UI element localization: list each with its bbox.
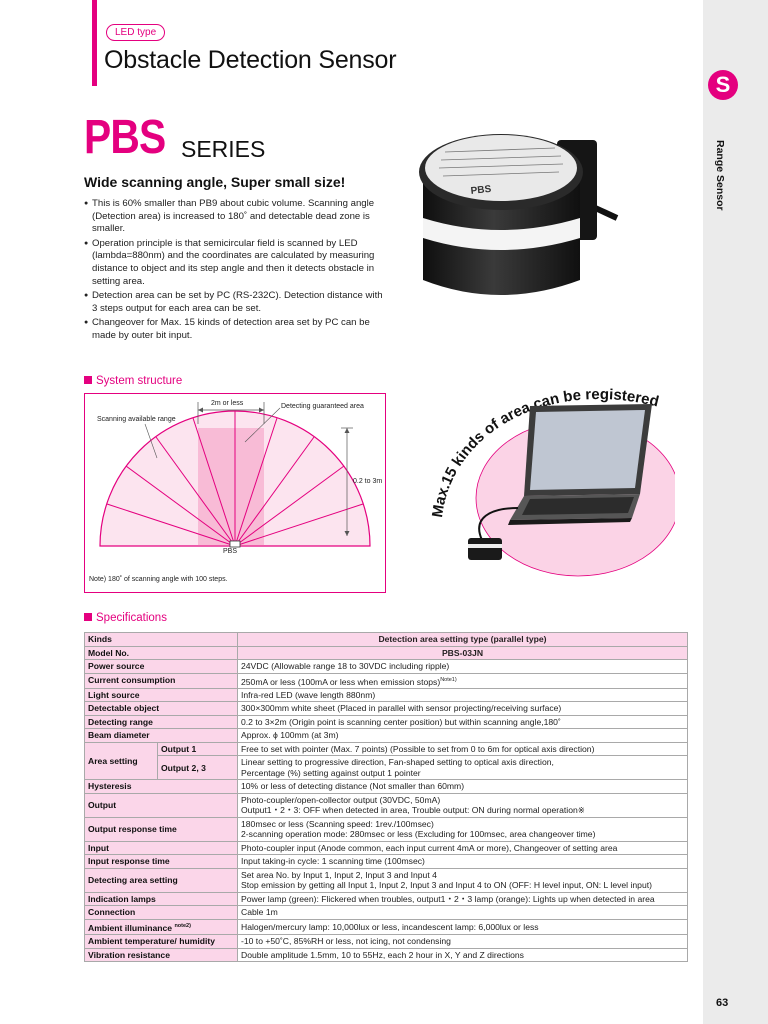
spec-key: Power source [84, 659, 238, 674]
label-scanning-range: Scanning available range [97, 416, 176, 423]
feature-item: This is 60% smaller than PB9 about cubic… [84, 198, 384, 236]
spec-value: -10 to +50˚C, 85%RH or less, not icing, … [237, 934, 688, 949]
label-pbs: PBS [223, 548, 238, 555]
spec-key: Hysteresis [84, 779, 238, 794]
spec-key: Area setting [84, 741, 158, 781]
led-type-pill: LED type [106, 24, 166, 41]
spec-key: Ambient temperature/ humidity [84, 934, 238, 949]
spec-key: Output [84, 792, 238, 818]
feature-item: Operation principle is that semicircular… [84, 238, 384, 288]
spec-key: Detecting area setting [84, 867, 238, 893]
spec-value: Power lamp (green): Flickered when troub… [237, 891, 688, 907]
sensor-photo: PBS [419, 134, 619, 295]
spec-key: Kinds [84, 632, 238, 647]
spec-key: Output response time [84, 816, 238, 842]
spec-value: Set area No. by Input 1, Input 2, Input … [237, 867, 688, 893]
side-section-label: Range Sensor [714, 140, 726, 211]
feature-item: Changeover for Max. 15 kinds of detectio… [84, 317, 384, 342]
laptop-icon [508, 404, 652, 525]
spec-value: 10% or less of detecting distance (Not s… [237, 779, 688, 794]
product-name: PBS [84, 111, 166, 164]
spec-key: Current consumption [84, 672, 238, 689]
spec-value: Approx. ϕ 100mm (at 3m) [237, 728, 688, 743]
label-guaranteed-area: Detecting guaranteed area [281, 403, 364, 410]
spec-key: Beam diameter [84, 728, 238, 743]
product-subtitle: Wide scanning angle, Super small size! [84, 174, 346, 190]
page-number: 63 [716, 997, 729, 1009]
specifications-heading: Specifications [84, 612, 167, 624]
diagram-note: Note) 180˚ of scanning angle with 100 st… [89, 576, 228, 583]
spec-subkey: Output 1 [157, 741, 238, 757]
table-row: Area setting Output 1 Free to set with p… [84, 741, 688, 781]
side-strip [703, 0, 768, 1024]
table-row: Ambient illuminance note2)Halogen/mercur… [84, 918, 688, 936]
system-diagram: 2m or less Detecting guaranteed area Sca… [84, 393, 386, 593]
spec-key: Ambient illuminance note2) [84, 918, 238, 936]
spec-subkey: Output 2, 3 [157, 755, 238, 781]
section-s-badge: S [708, 70, 738, 100]
spec-key: Input [84, 840, 238, 856]
spec-value: 0.2 to 3×2m (Origin point is scanning ce… [237, 714, 688, 730]
spec-value: 24VDC (Allowable range 18 to 30VDC inclu… [237, 659, 688, 674]
label-2m: 2m or less [211, 400, 244, 407]
spec-key: Connection [84, 905, 238, 920]
label-height: 0.2 to 3m [353, 478, 383, 485]
page-title: Obstacle Detection Sensor [104, 46, 397, 74]
spec-key: Detectable object [84, 701, 238, 716]
spec-value: Linear setting to progressive direction,… [237, 755, 688, 781]
spec-value: Double amplitude 1.5mm, 10 to 55Hz, each… [237, 947, 688, 963]
spec-key: Indication lamps [84, 891, 238, 907]
spec-value: Photo-coupler input (Anode common, each … [237, 840, 688, 856]
spec-value: 300×300mm white sheet (Placed in paralle… [237, 701, 688, 716]
spec-value: Infra-red LED (wave length 880nm) [237, 687, 688, 703]
spec-key: Light source [84, 687, 238, 703]
table-row: Model No.PBS-03JN [84, 645, 688, 660]
heading-square-icon [84, 613, 92, 621]
spec-key: Vibration resistance [84, 947, 238, 963]
spec-value: Photo-coupler/open-collector output (30V… [237, 792, 688, 818]
feature-list: This is 60% smaller than PB9 about cubic… [84, 198, 384, 345]
spec-key: Input response time [84, 854, 238, 869]
footnote-mark: note2) [174, 922, 191, 929]
scan-diagram-svg [99, 402, 371, 548]
spec-value: 180msec or less (Scanning speed: 1rev./1… [237, 816, 688, 842]
heading-square-icon [84, 376, 92, 384]
spec-value: PBS-03JN [237, 645, 688, 660]
table-row: Ambient temperature/ humidity-10 to +50˚… [84, 934, 688, 949]
laptop-illustration: Max.15 kinds of area can be registered b… [420, 368, 675, 577]
spec-value: Cable 1m [237, 905, 688, 920]
spec-value: Free to set with pointer (Max. 7 points)… [237, 741, 688, 757]
footnote-mark: Note1) [440, 676, 457, 683]
spec-key: Model No. [84, 645, 238, 660]
spec-value: Halogen/mercury lamp: 10,000lux or less,… [237, 918, 688, 936]
header-accent-bar [92, 0, 97, 86]
sensor-label-text: PBS [470, 184, 492, 197]
product-series: SERIES [181, 136, 266, 162]
system-structure-heading: System structure [84, 375, 182, 387]
spec-value: Input taking-in cycle: 1 scanning time (… [237, 854, 688, 869]
spec-value: Detection area setting type (parallel ty… [237, 632, 688, 647]
spec-value: 250mA or less (100mA or less when emissi… [237, 672, 688, 689]
spec-key: Detecting range [84, 714, 238, 730]
feature-item: Detection area can be set by PC (RS-232C… [84, 290, 384, 315]
table-row: Output 2, 3 Linear setting to progressiv… [85, 755, 688, 781]
